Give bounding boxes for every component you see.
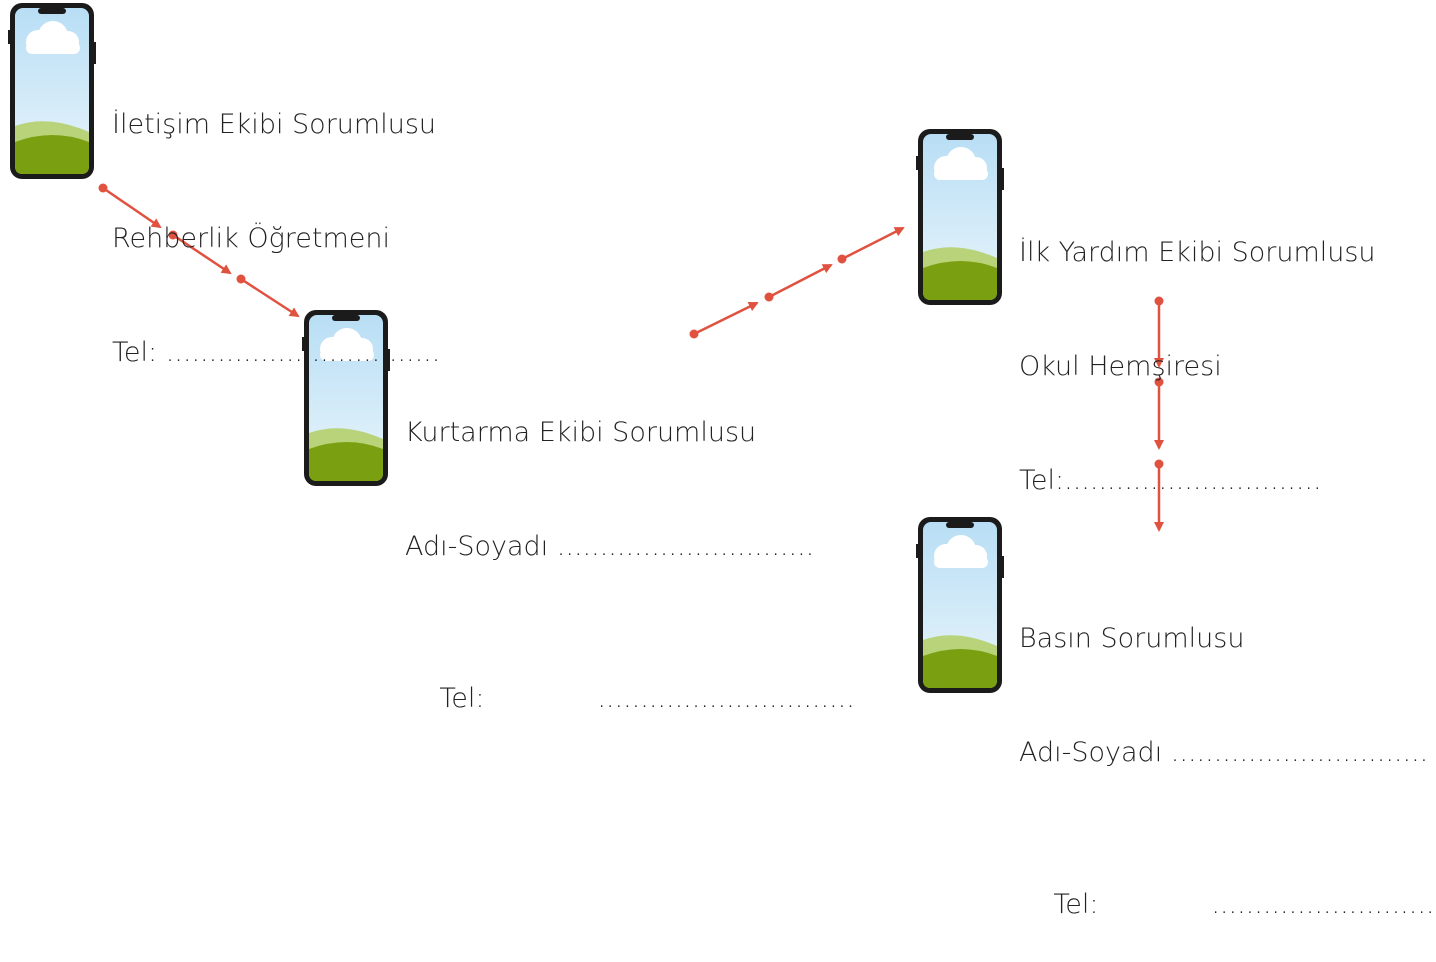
smartphone-icon [8,3,96,179]
node-ilkyardim: İlk Yardım Ekibi Sorumlusu Okul Hemşires… [1019,158,1376,538]
node-basin: Basın Sorumlusu Adı-Soyadı .............… [1019,544,1436,924]
node-iletisim-tel: Tel: ................................ [112,337,441,368]
node-kurtarma-tel-value: .............................. [597,683,855,714]
connector-iletisim-to-kurtarma [98,183,300,318]
flow-connectors [98,183,1164,532]
node-ilkyardim-title: İlk Yardım Ekibi Sorumlusu [1019,237,1376,268]
node-ilkyardim-tel: Tel:.............................. [1019,465,1322,496]
node-iletisim: İletişim Ekibi Sorumlusu Rehberlik Öğret… [112,30,440,410]
node-basin-tel-value: .............................. [1211,889,1436,920]
connector-kurtarma-to-ilkyardim [689,226,905,339]
node-kurtarma-title: Kurtarma Ekibi Sorumlusu [405,417,757,448]
node-basin-title: Basın Sorumlusu [1019,623,1245,654]
smartphone-icon [916,129,1004,305]
node-iletisim-title: İletişim Ekibi Sorumlusu [112,109,436,140]
smartphone-icon [302,310,390,486]
node-basin-tel-row: Tel:.............................. [1019,848,1436,920]
node-kurtarma-name: Adı-Soyadı .............................… [405,531,815,562]
node-basin-tel-label: Tel: [1053,889,1099,920]
node-basin-name: Adı-Soyadı .............................… [1019,737,1429,768]
node-kurtarma: Kurtarma Ekibi Sorumlusu Adı-Soyadı ....… [405,338,855,718]
connector-ilkyardim-to-basin [1154,296,1164,532]
node-kurtarma-tel-row: Tel:.............................. [405,642,854,714]
smartphone-icon [916,517,1004,693]
node-kurtarma-tel-label: Tel: [439,683,485,714]
node-iletisim-role: Rehberlik Öğretmeni [112,223,391,254]
node-ilkyardim-role: Okul Hemşiresi [1019,351,1222,382]
